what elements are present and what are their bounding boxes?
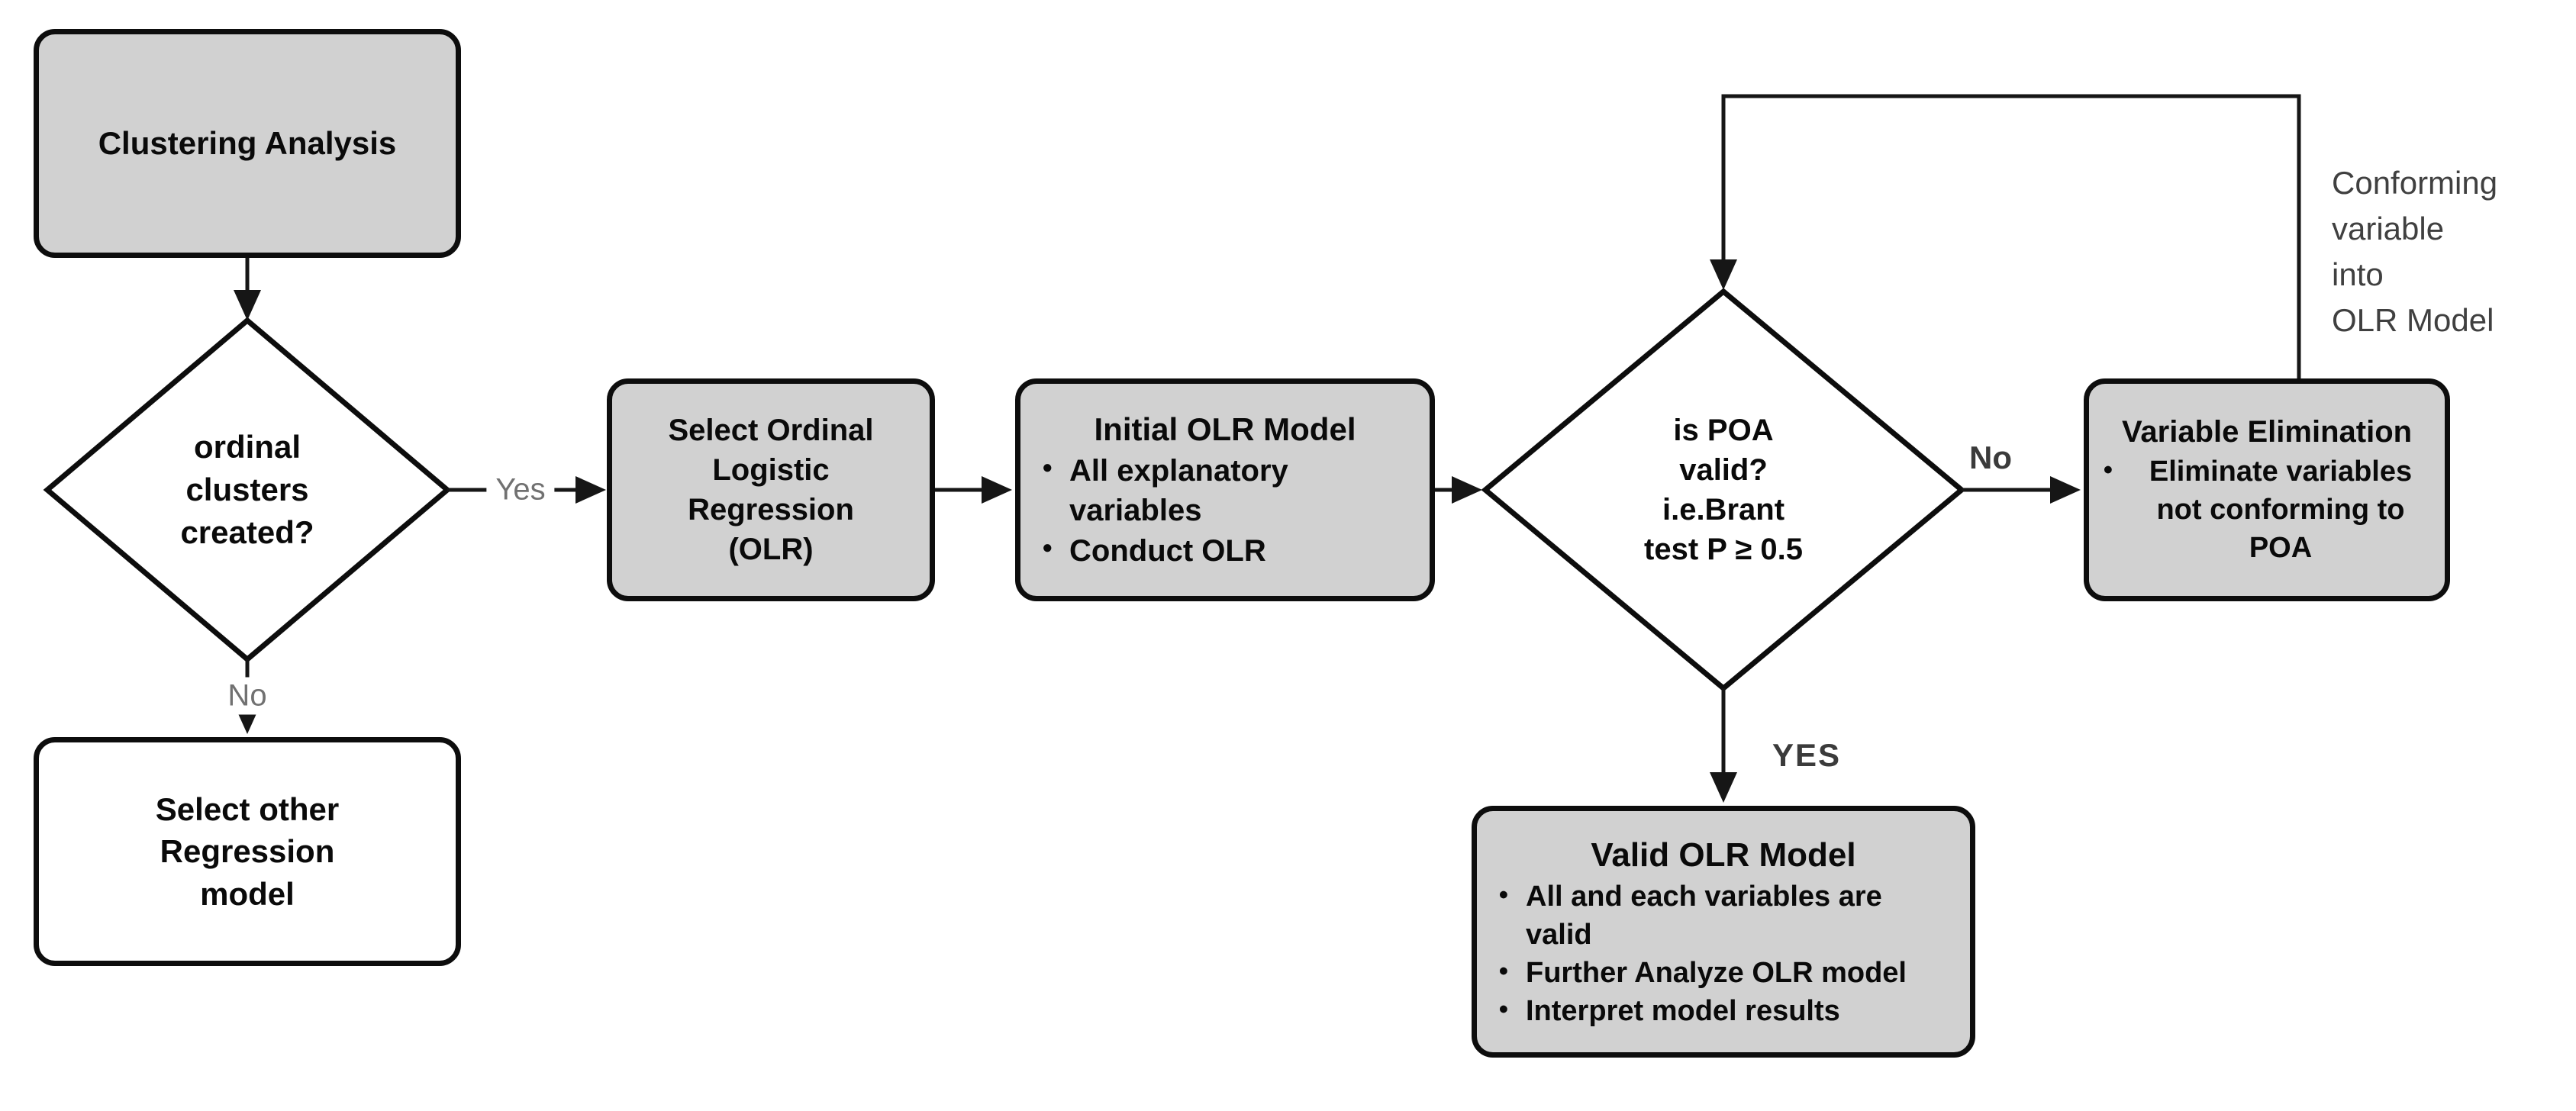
node-line: Logistic	[712, 453, 830, 487]
bullet-list: ● All and each variables are valid ● Fur…	[1491, 878, 1956, 1031]
bullet-text: Further Analyze OLR model	[1526, 957, 1907, 990]
diamond-line: clusters	[185, 472, 309, 507]
bullet-icon: ●	[1042, 456, 1053, 478]
diamond-line: valid?	[1679, 453, 1768, 487]
list-item: ● Further Analyze OLR model	[1498, 954, 1907, 992]
node-select-other-regression: Select other Regression model	[34, 737, 461, 966]
node-title: Variable Elimination	[2121, 415, 2413, 449]
node-variable-elimination: Variable Elimination ● Eliminate variabl…	[2084, 378, 2450, 601]
loop-annotation-line: into	[2332, 256, 2384, 292]
list-item: ● All and each variables are valid	[1498, 878, 1953, 954]
list-item: ● Interpret model results	[1498, 992, 1840, 1030]
node-label: Clustering Analysis	[98, 125, 397, 162]
loop-annotation-line: Conforming	[2332, 165, 2498, 201]
bullet-icon: ●	[1498, 998, 1509, 1019]
bullet-text: Eliminate variables not conforming to PO…	[2149, 456, 2413, 565]
node-line: Regression	[688, 493, 854, 527]
list-item: ● Conduct OLR	[1042, 531, 1266, 572]
node-line: (OLR)	[728, 533, 814, 566]
node-initial-olr-model: Initial OLR Model ● All explanatory vari…	[1015, 378, 1435, 601]
node-title: Initial OLR Model	[1094, 411, 1356, 448]
node-line: Select Ordinal	[668, 414, 874, 447]
loop-annotation: Conforming variable into OLR Model	[2332, 160, 2497, 343]
bullet-icon: ●	[1042, 537, 1053, 559]
edge-label-no: No	[218, 677, 276, 715]
bullet-text: All explanatory variables	[1069, 453, 1288, 528]
bullet-icon: ●	[1498, 960, 1509, 981]
node-select-olr: Select Ordinal Logistic Regression (OLR)	[607, 378, 935, 601]
node-clustering-analysis: Clustering Analysis	[34, 29, 461, 258]
diamond-line: test P ≥ 0.5	[1644, 533, 1803, 566]
node-poa-valid-text: is POA valid? i.e.Brant test P ≥ 0.5	[1533, 411, 1914, 569]
node-line: Select other	[155, 791, 340, 827]
edge-feedback-loop	[1710, 94, 2301, 378]
edge-label-no-poa: No	[1969, 440, 2012, 475]
node-valid-olr-model: Valid OLR Model ● All and each variables…	[1472, 806, 1975, 1058]
loop-annotation-line: OLR Model	[2332, 302, 2494, 338]
bullet-text: Conduct OLR	[1069, 534, 1266, 568]
bullet-text: Interpret model results	[1526, 995, 1840, 1028]
edge-label-yes: Yes	[486, 471, 555, 509]
node-ordinal-created-text: ordinal clusters created?	[79, 426, 415, 554]
list-item: ● All explanatory variables	[1042, 451, 1398, 532]
bullet-icon: ●	[1498, 883, 1509, 903]
diamond-line: created?	[180, 514, 314, 550]
bullet-icon: ●	[2103, 459, 2113, 479]
node-line: model	[200, 875, 295, 912]
list-item: ● Eliminate variables not conforming to …	[2103, 452, 2431, 567]
node-line: Regression	[160, 833, 335, 870]
bullet-text: All and each variables are valid	[1526, 880, 1882, 951]
diamond-line: i.e.Brant	[1662, 493, 1785, 527]
bullet-list: ● All explanatory variables ● Conduct OL…	[1034, 451, 1416, 572]
diamond-line: ordinal	[193, 429, 301, 465]
diamond-line: is POA	[1673, 414, 1774, 447]
node-title: Valid OLR Model	[1591, 836, 1856, 874]
loop-annotation-line: variable	[2332, 211, 2445, 246]
edge-label-yes-poa: YES	[1772, 737, 1842, 773]
bullet-list: ● Eliminate variables not conforming to …	[2103, 452, 2431, 567]
